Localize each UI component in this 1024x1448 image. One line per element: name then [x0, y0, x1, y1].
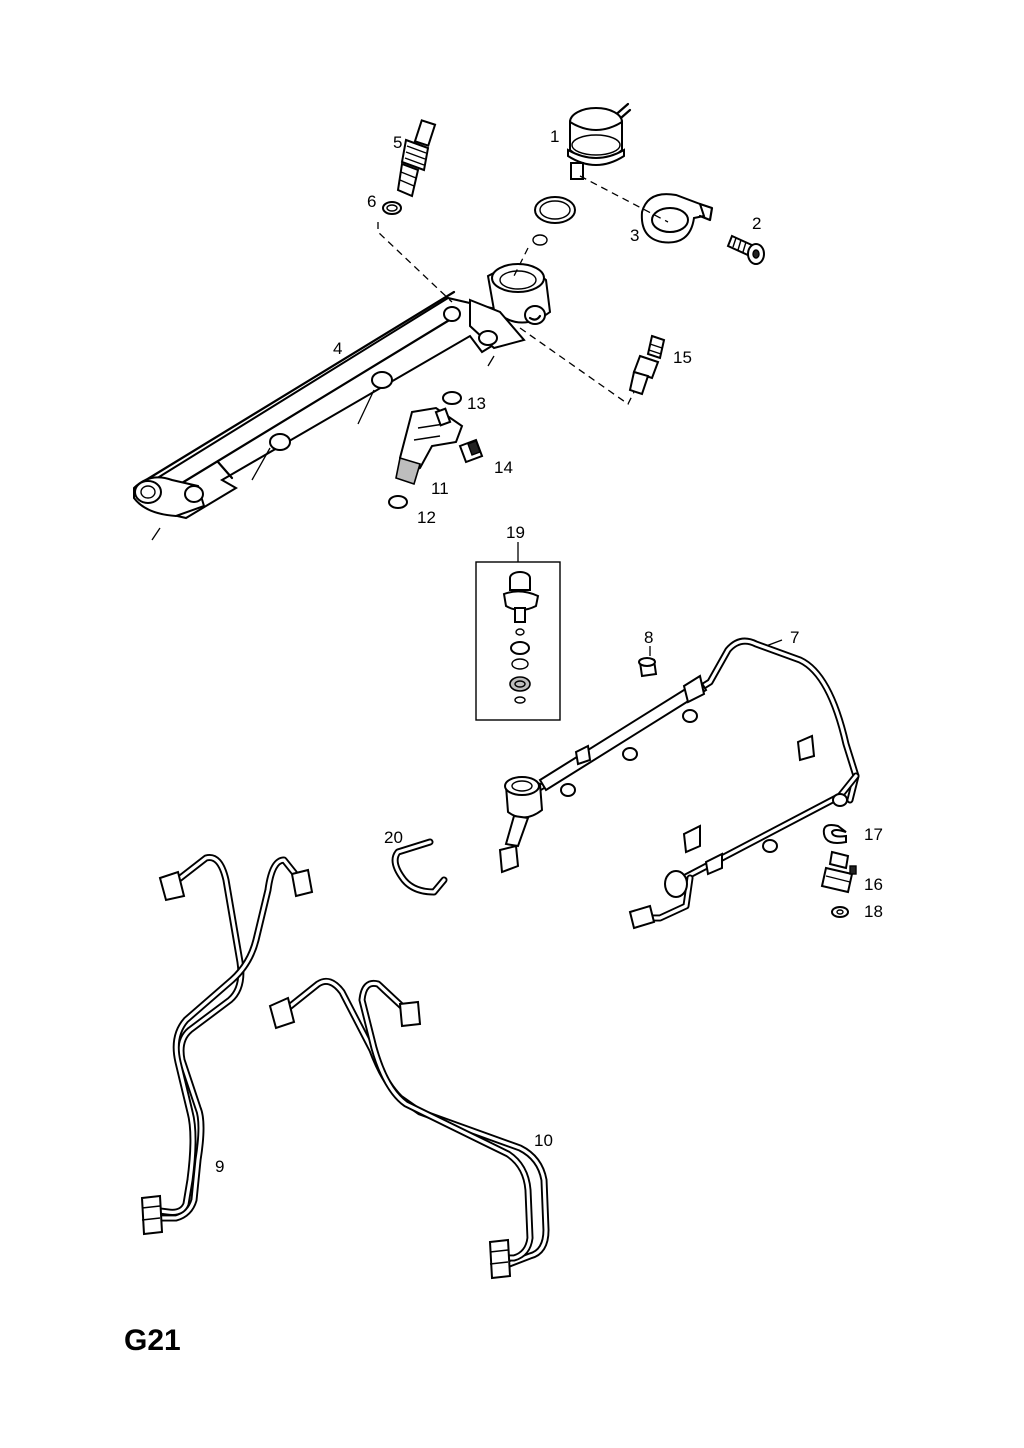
pressure-regulator-part-1 [567, 102, 632, 180]
callout-15: 15 [673, 348, 692, 367]
injection-pipe-set-part-9 [140, 853, 314, 1236]
callout-12: 12 [417, 508, 436, 527]
callout-3: 3 [630, 226, 639, 245]
callout-7: 7 [790, 628, 799, 647]
callout-19: 19 [506, 523, 525, 542]
callout-14: 14 [494, 458, 513, 477]
fuel-rail-assembly-part-7 [498, 637, 860, 930]
washer-part-18 [831, 906, 849, 918]
injection-pipe-set-part-10 [268, 977, 550, 1280]
callout-16: 16 [864, 875, 883, 894]
callout-9: 9 [215, 1157, 224, 1176]
callout-1: 1 [550, 127, 559, 146]
o-ring-part-12 [388, 495, 408, 509]
callout-17: 17 [864, 825, 883, 844]
injector-part-11 [395, 406, 464, 486]
valve-part-16 [820, 850, 857, 894]
connector-part-5 [396, 119, 437, 198]
hose-part-20 [391, 838, 448, 896]
callout-20: 20 [384, 828, 403, 847]
o-ring-small [532, 234, 548, 246]
screw-part-2 [726, 234, 765, 265]
clip-part-17 [822, 824, 847, 844]
assembly-leader-lines-upper [377, 175, 669, 405]
valve-part-15 [628, 334, 666, 396]
o-ring-part-6 [382, 201, 402, 215]
repair-kit-box-part-19 [475, 542, 561, 721]
callout-13: 13 [467, 394, 486, 413]
callout-10: 10 [534, 1131, 553, 1150]
clip-part-14 [458, 438, 484, 464]
o-ring-part-13 [442, 391, 462, 405]
callout-18: 18 [864, 902, 883, 921]
callout-2: 2 [752, 214, 761, 233]
o-ring-large [534, 196, 576, 224]
callout-11: 11 [431, 479, 449, 498]
plug-part-8 [638, 646, 658, 678]
callout-8: 8 [644, 628, 653, 647]
fuel-rail-part-4 [133, 263, 552, 541]
page-code: G21 [124, 1324, 181, 1357]
callout-4: 4 [333, 339, 342, 358]
callout-6: 6 [367, 192, 376, 211]
clamp-part-3 [640, 193, 714, 244]
callout-5: 5 [393, 133, 402, 152]
